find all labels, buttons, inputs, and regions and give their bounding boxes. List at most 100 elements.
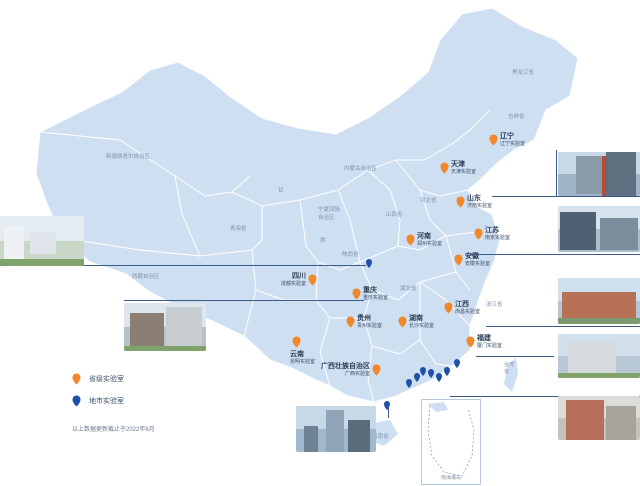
orange-pin-icon — [308, 274, 317, 286]
lab-name: 辽宁实验室 — [500, 141, 526, 147]
orange-pin-icon — [352, 288, 361, 300]
province-lab-marker[interactable] — [489, 133, 498, 146]
orange-pin-icon — [372, 364, 381, 376]
legend-city-label: 地市实验室 — [89, 398, 124, 405]
lab-label: 重庆重庆实验室 — [363, 286, 419, 302]
lab-building-photo — [558, 334, 640, 378]
legend-note: 以上数据更新截止于2022年6月 — [72, 427, 155, 433]
city-pin — [436, 373, 442, 382]
connector-line — [486, 326, 640, 327]
province-lab-marker[interactable] — [308, 273, 317, 286]
lab-label: 四川成都实验室 — [250, 272, 306, 288]
province-lab-marker[interactable] — [454, 253, 463, 266]
province-lab-marker[interactable] — [440, 161, 449, 174]
lab-city-name: 重庆 — [363, 287, 377, 294]
lab-label: 山东济南实验室 — [467, 194, 523, 210]
orange-pin-icon — [489, 134, 498, 146]
lab-name: 安徽实验室 — [465, 261, 491, 267]
lab-building-photo — [124, 303, 206, 351]
province-lab-marker[interactable] — [398, 315, 407, 328]
orange-pin-icon — [346, 316, 355, 328]
lab-name: 郑州实验室 — [417, 241, 443, 247]
province-lab-marker[interactable] — [474, 227, 483, 240]
lab-name: 昆明实验室 — [290, 359, 316, 365]
lab-building-photo — [296, 406, 376, 452]
city-pin — [454, 359, 460, 368]
lab-city-name: 贵州 — [357, 315, 371, 322]
province-lab-marker[interactable] — [292, 335, 301, 348]
orange-pin-icon — [444, 302, 453, 314]
lab-label: 江苏南京实验室 — [485, 226, 541, 242]
lab-name: 广西实验室 — [344, 371, 370, 377]
lab-label: 安徽安徽实验室 — [465, 252, 521, 268]
lab-city-name: 四川 — [292, 273, 306, 280]
lab-city-name: 江苏 — [485, 227, 499, 234]
city-pin — [366, 259, 372, 268]
province-lab-marker[interactable] — [352, 287, 361, 300]
connector-line — [492, 196, 640, 197]
lab-name: 成都实验室 — [280, 281, 306, 287]
lab-label: 广西壮族自治区广西实验室 — [314, 362, 370, 378]
connector-line — [556, 150, 557, 196]
lab-label: 辽宁辽宁实验室 — [500, 132, 556, 148]
lab-city-name: 云南 — [290, 351, 304, 358]
connector-line — [0, 265, 366, 266]
orange-pin-icon — [454, 254, 463, 266]
lab-name: 重庆实验室 — [363, 295, 389, 301]
province-lab-marker[interactable] — [372, 363, 381, 376]
orange-pin-icon — [398, 316, 407, 328]
connector-line — [124, 300, 364, 301]
lab-label: 河南郑州实验室 — [417, 232, 473, 248]
lab-city-name: 山东 — [467, 195, 481, 202]
lab-name: 天津实验室 — [451, 169, 477, 175]
south-china-sea-inset: 南海诸岛 — [421, 399, 481, 485]
lab-label: 福建厦门实验室 — [477, 334, 533, 350]
city-lab-pins — [366, 259, 460, 410]
lab-name: 济南实验室 — [467, 203, 493, 209]
orange-pin-icon — [72, 373, 81, 385]
legend-province-label: 省级实验室 — [89, 376, 124, 383]
lab-building-photo — [558, 396, 640, 440]
orange-pin-icon — [406, 234, 415, 246]
china-landmass — [35, 7, 579, 403]
city-pin — [384, 401, 390, 410]
lab-label: 天津天津实验室 — [451, 160, 507, 176]
taiwan-island — [504, 358, 518, 392]
city-pin — [406, 379, 412, 388]
orange-pin-icon — [440, 162, 449, 174]
city-pin — [444, 367, 450, 376]
lab-label: 江西南昌实验室 — [455, 300, 511, 316]
province-lab-marker[interactable] — [456, 195, 465, 208]
lab-name: 南昌实验室 — [455, 309, 481, 315]
lab-city-name: 福建 — [477, 335, 491, 342]
orange-pin-icon — [456, 196, 465, 208]
city-pin — [428, 369, 434, 378]
province-lab-marker[interactable] — [466, 335, 475, 348]
lab-building-photo — [558, 278, 640, 324]
legend-city: 地市实验室 — [72, 390, 155, 412]
connector-line — [450, 396, 640, 397]
lab-building-photo — [0, 216, 84, 266]
province-lab-marker[interactable] — [406, 233, 415, 246]
lab-city-name: 湖南 — [409, 315, 423, 322]
legend-province: 省级实验室 — [72, 368, 155, 390]
inset-label: 南海诸岛 — [440, 475, 461, 481]
lab-city-name: 安徽 — [465, 253, 479, 260]
orange-pin-icon — [474, 228, 483, 240]
blue-pin-icon — [72, 395, 81, 407]
lab-city-name: 天津 — [451, 161, 465, 168]
connector-line — [388, 404, 389, 418]
lab-name: 长沙实验室 — [409, 323, 435, 329]
lab-city-name: 辽宁 — [500, 133, 514, 140]
orange-pin-icon — [292, 336, 301, 348]
lab-city-name: 广西壮族自治区 — [321, 363, 370, 370]
lab-city-name: 江西 — [455, 301, 469, 308]
connector-line — [470, 254, 640, 255]
lab-name: 南京实验室 — [485, 235, 511, 241]
province-lab-marker[interactable] — [346, 315, 355, 328]
lab-name: 贵州实验室 — [357, 323, 383, 329]
lab-label: 云南昆明实验室 — [290, 350, 346, 366]
connector-line — [476, 356, 554, 357]
province-lab-marker[interactable] — [444, 301, 453, 314]
